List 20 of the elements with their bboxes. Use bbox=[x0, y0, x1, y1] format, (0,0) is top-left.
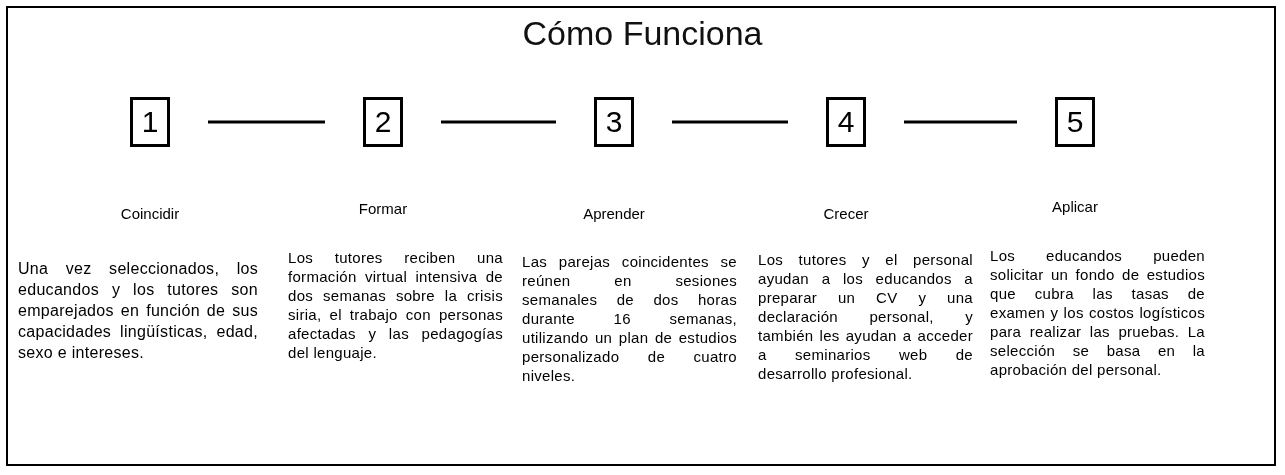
step-label: Coincidir bbox=[119, 205, 181, 222]
step-number-box: 4 bbox=[826, 97, 866, 147]
step-description: Los educandos pueden solicitar un fondo de estudios que cubra las tasas de examen y los costos logísticos para realizar las pruebas. La selección se basa en la aprobación del personal. bbox=[990, 246, 1205, 379]
title: Cómo Funciona bbox=[521, 14, 764, 53]
step-number-box: 1 bbox=[130, 97, 170, 147]
step-label: Crecer bbox=[822, 205, 870, 222]
step-description: Los tutores y el personal ayudan a los educandos a preparar un CV y una declaración personal, y también les ayudan a acceder a seminarios web de desarrollo profesional. bbox=[758, 250, 973, 383]
connector-line bbox=[672, 120, 788, 124]
step-number-box: 2 bbox=[363, 97, 403, 147]
step-label: Aplicar bbox=[1051, 198, 1099, 215]
connector-line bbox=[904, 120, 1017, 124]
connector-line bbox=[208, 120, 325, 124]
step-description: Las parejas coincidentes se reúnen en sesiones semanales de dos horas durante 16 semanas, utilizando un plan de estudios personalizado de cuatro niveles. bbox=[522, 252, 737, 385]
step-description: Los tutores reciben una formación virtual intensiva de dos semanas sobre la crisis siria, el trabajo con personas afectadas y las pedagogías del lenguaje. bbox=[288, 248, 503, 362]
connector-line bbox=[441, 120, 556, 124]
step-number-box: 5 bbox=[1055, 97, 1095, 147]
step-number-box: 3 bbox=[594, 97, 634, 147]
step-description: Una vez seleccionados, los educandos y los tutores son emparejados en función de sus capacidades lingüísticas, edad, sexo e intereses. bbox=[18, 259, 258, 363]
step-label: Formar bbox=[357, 200, 409, 217]
step-label: Aprender bbox=[582, 205, 646, 222]
